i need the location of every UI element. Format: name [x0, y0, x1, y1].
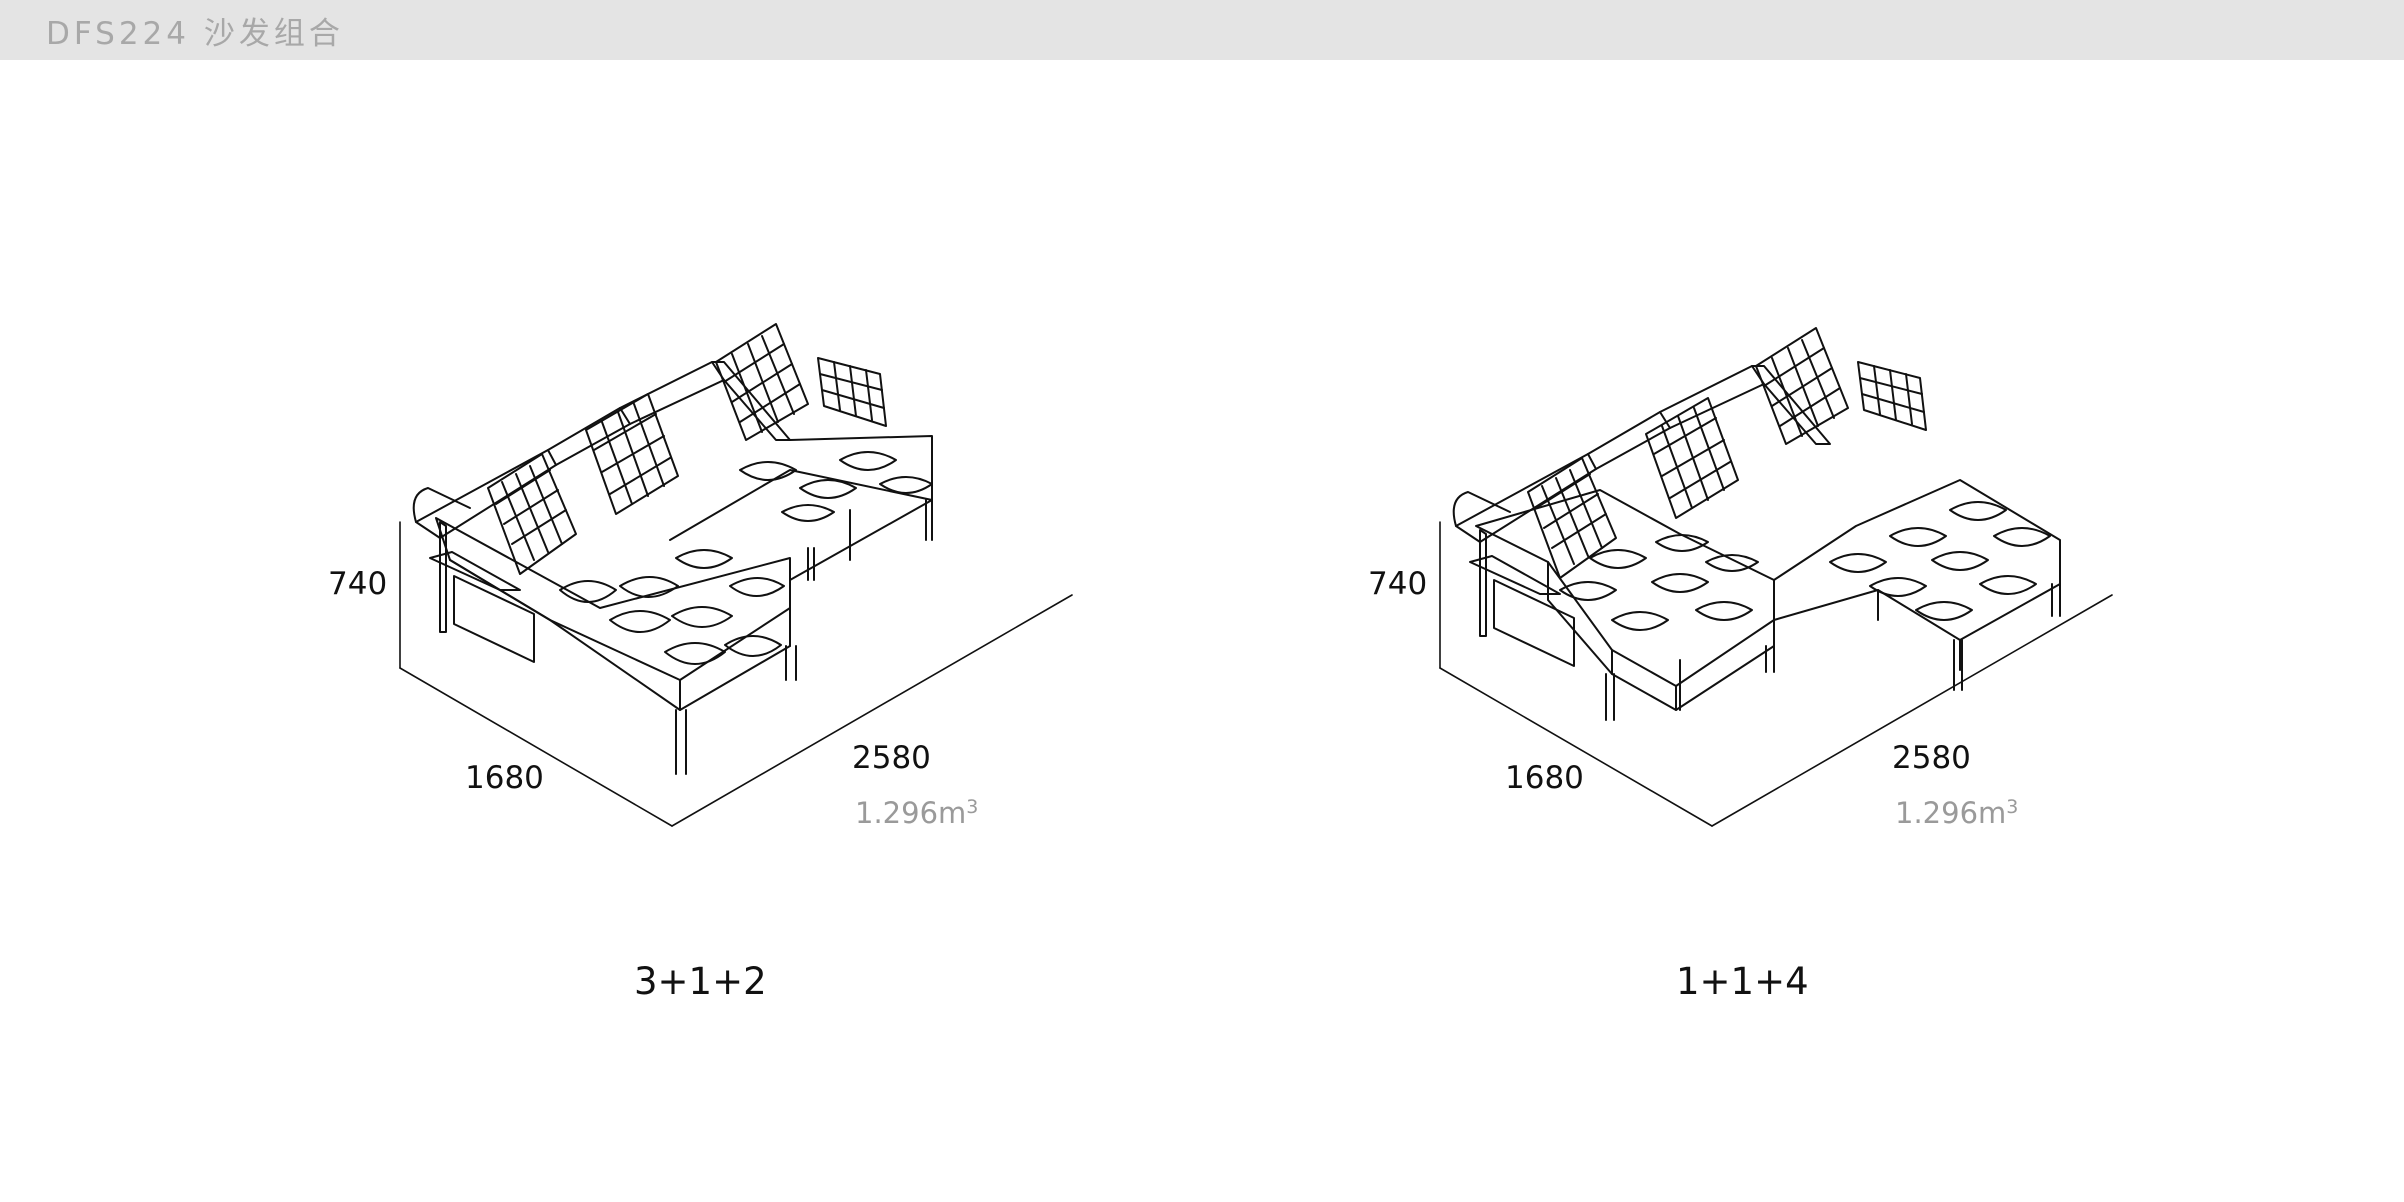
- height-dimension: 740: [328, 566, 388, 602]
- chaise-section: [435, 517, 797, 775]
- back-modules: [1455, 365, 1831, 543]
- config-label-left: 3+1+2: [634, 960, 767, 1003]
- volume-label: 1.296m3: [855, 796, 979, 830]
- armrest-left: [412, 487, 535, 663]
- cushion-3: [1755, 327, 1849, 445]
- config-label-right: 1+1+4: [1676, 960, 1809, 1003]
- dimension-lines: [1439, 521, 2113, 827]
- seat-modules: [1475, 489, 1775, 721]
- depth-dimension: 1680: [1505, 760, 1584, 796]
- cushion-4: [817, 357, 887, 427]
- cushion-1: [1527, 457, 1617, 579]
- cushion-2: [1645, 397, 1739, 519]
- depth-dimension: 1680: [465, 760, 544, 796]
- width-dimension: 2580: [852, 740, 931, 776]
- height-dimension: 740: [1368, 566, 1428, 602]
- combination-panel-left: 740 1680 2580 1.296m3: [320, 290, 1160, 850]
- armrest-left: [1452, 491, 1575, 667]
- cushion-2: [585, 393, 679, 515]
- sofa-drawing-right: [1439, 327, 2113, 827]
- dimension-lines: [399, 521, 1073, 827]
- combination-panel-right: 740 1680 2580 1.296m3: [1360, 290, 2200, 850]
- page-title: DFS224 沙发组合: [46, 16, 344, 52]
- back-modules: [415, 361, 933, 581]
- sofa-drawing-left: [399, 323, 1073, 827]
- chaise-right: [1773, 479, 2061, 691]
- cushion-3: [715, 323, 809, 441]
- cushion-1: [487, 453, 577, 575]
- width-dimension: 2580: [1892, 740, 1971, 776]
- header-bar: DFS224 沙发组合: [0, 0, 2404, 60]
- cushion-4: [1857, 361, 1927, 431]
- volume-label: 1.296m3: [1895, 796, 2019, 830]
